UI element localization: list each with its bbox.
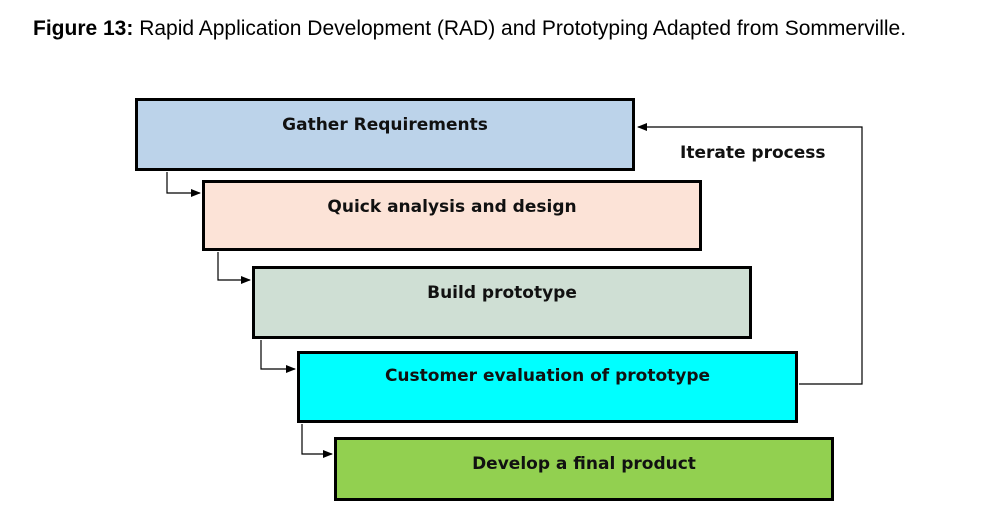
step-quick-analysis-and-design: Quick analysis and design <box>202 180 702 251</box>
step-label: Quick analysis and design <box>327 197 577 217</box>
iterate-feedback-arrow <box>637 123 863 385</box>
step-build-prototype: Build prototype <box>252 266 752 339</box>
step-label: Build prototype <box>427 283 577 303</box>
arrow-step1-to-step2 <box>166 172 201 197</box>
step-develop-final-product: Develop a final product <box>334 437 834 501</box>
figure-label: Figure 13: <box>33 17 134 40</box>
step-gather-requirements: Gather Requirements <box>135 98 635 171</box>
step-label: Gather Requirements <box>282 115 488 135</box>
figure-caption-text: Rapid Application Development (RAD) and … <box>133 17 907 40</box>
iterate-process-label: Iterate process <box>680 143 826 163</box>
step-label: Customer evaluation of prototype <box>384 366 711 386</box>
arrow-step3-to-step4 <box>260 340 296 373</box>
step-label: Develop a final product <box>472 454 696 474</box>
arrow-step2-to-step3 <box>217 252 251 284</box>
figure-caption: Figure 13: Rapid Application Development… <box>33 15 967 42</box>
step-customer-evaluation: Customer evaluation of prototype <box>297 351 798 423</box>
arrow-step4-to-step5 <box>301 424 333 458</box>
